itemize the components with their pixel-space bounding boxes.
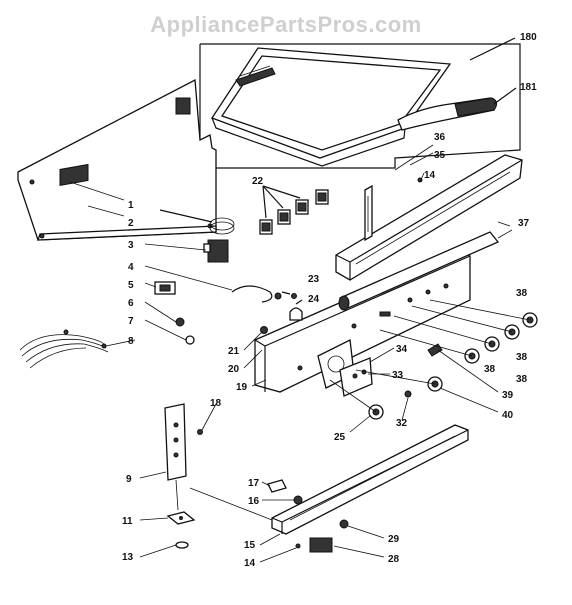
leader-lines: [69, 144, 511, 563]
small-parts: [175, 317, 195, 345]
watermark: AppliancePartsPros.com: [150, 12, 422, 37]
callout-180: 180: [520, 32, 537, 43]
griddle-inset: [199, 37, 521, 169]
callout-labels: 1 2 3 4 5 6 7 8 9 11 13 14 14 15 16 17 1…: [122, 32, 537, 569]
leveling-parts: [166, 511, 196, 549]
callout-19: 19: [236, 382, 248, 393]
callout-36: 36: [434, 132, 446, 143]
callout-38-c: 38: [516, 374, 528, 385]
switch-blocks: [259, 185, 329, 235]
callout-6: 6: [128, 298, 134, 309]
callout-38-a: 38: [516, 288, 528, 299]
back-panel: [17, 78, 217, 241]
callout-15: 15: [244, 540, 256, 551]
callout-1: 1: [128, 200, 134, 211]
callout-34: 34: [396, 344, 408, 355]
callout-11: 11: [122, 516, 133, 527]
callout-39: 39: [502, 390, 514, 401]
callout-18: 18: [210, 398, 222, 409]
callout-4: 4: [128, 262, 134, 273]
callout-13: 13: [122, 552, 134, 563]
callout-40: 40: [502, 410, 514, 421]
callout-29: 29: [388, 534, 400, 545]
thermostat: [159, 209, 235, 263]
callout-16: 16: [248, 496, 260, 507]
callout-32: 32: [396, 418, 408, 429]
fasteners: [260, 291, 303, 334]
griddle-handle: [397, 97, 498, 131]
top-rail: [335, 154, 523, 281]
callout-23: 23: [308, 274, 320, 285]
callout-2: 2: [128, 218, 134, 229]
callout-22: 22: [252, 176, 264, 187]
callout-5: 5: [128, 280, 134, 291]
callout-17: 17: [248, 478, 260, 489]
callout-14-bottom: 14: [244, 558, 256, 569]
callout-25: 25: [334, 432, 346, 443]
griddle-pan: [211, 47, 452, 167]
rail-parts: [267, 177, 423, 553]
callout-21: 21: [228, 346, 240, 357]
callout-38-d: 38: [484, 364, 496, 375]
callout-37: 37: [518, 218, 530, 229]
callout-33: 33: [392, 370, 404, 381]
callout-35: 35: [434, 150, 446, 161]
element-tube: [338, 229, 513, 311]
callout-181: 181: [520, 82, 537, 93]
bottom-rail: [189, 424, 469, 535]
bracket-36: [364, 184, 373, 242]
callout-38-b: 38: [516, 352, 528, 363]
terminal-block: [154, 281, 282, 303]
wire-harness: [19, 329, 109, 369]
callout-8: 8: [128, 336, 134, 347]
callout-9: 9: [126, 474, 132, 485]
callout-14-top: 14: [424, 170, 436, 181]
callout-24: 24: [308, 294, 320, 305]
callout-7: 7: [128, 316, 134, 327]
callout-20: 20: [228, 364, 240, 375]
callout-28: 28: [388, 554, 400, 565]
side-bracket: [164, 403, 203, 511]
callout-3: 3: [128, 240, 134, 251]
knob-rings: [329, 299, 538, 420]
